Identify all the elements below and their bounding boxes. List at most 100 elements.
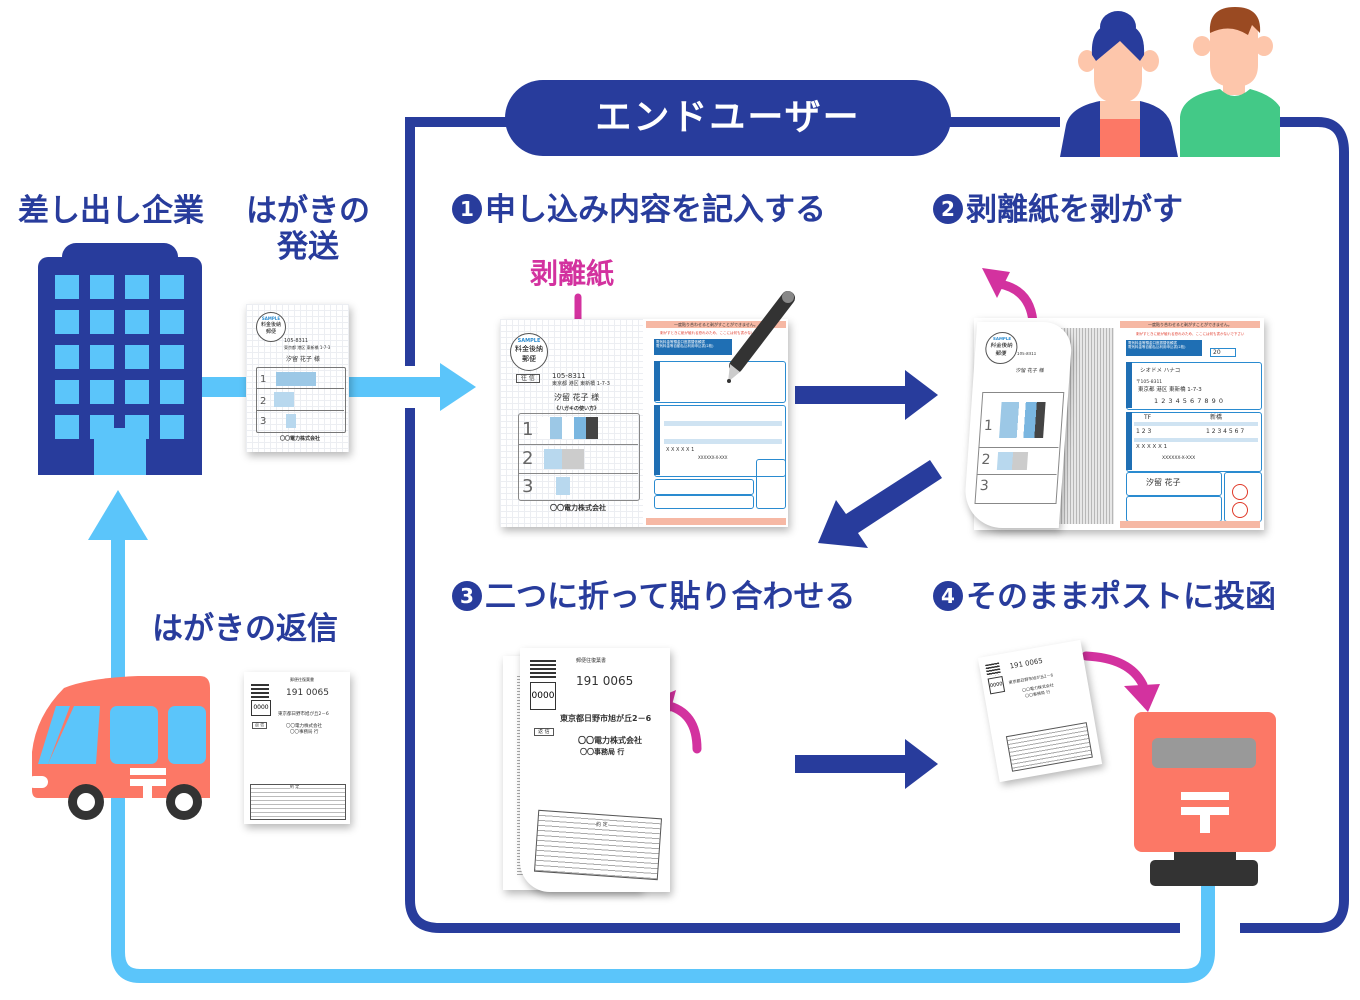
- building-window: [160, 275, 184, 299]
- reply-terms-title: 約 定: [290, 784, 300, 790]
- step2-customer-number: X X X X X 1: [1136, 444, 1168, 450]
- step2-zip: 〒105-8311: [1136, 380, 1163, 385]
- step1-zip: 105-8311: [552, 372, 586, 380]
- outgoing-recipient: 汐留 花子 様: [286, 356, 320, 363]
- pen-icon: [718, 288, 798, 388]
- step3-terms-title: 約 定: [596, 822, 608, 828]
- building-window: [90, 275, 114, 299]
- building-window: [125, 310, 149, 334]
- step1-id: XXXXXX-X-XXX: [698, 455, 728, 460]
- send-label: はがきの 発送: [243, 193, 373, 265]
- step1-customer-number: X X X X X 1: [666, 447, 695, 453]
- step1-form-title: 電気料金等預金口座振替依頼書電気料金等自動払込利用申込書(2枚): [654, 339, 732, 355]
- step1-howto-title: 《八ガキの使い方》: [554, 406, 600, 412]
- step3-address: 東京都日野市旭が丘2－6: [560, 714, 652, 723]
- reply-office: 〇〇事務局 行: [290, 730, 319, 735]
- building-window: [55, 275, 79, 299]
- step1-form-top-bar: 一度貼り合わせると剥がすことができません。: [646, 321, 786, 328]
- building-window: [55, 345, 79, 369]
- step2-form-warning: 剥がすときに紙が破れる恐れのため、ここには何も書かないで下さい: [1136, 332, 1245, 336]
- building-window: [90, 310, 114, 334]
- building-window: [90, 380, 114, 404]
- reply-zip: 191 0065: [286, 688, 329, 698]
- step2-bank: TF: [1144, 414, 1152, 421]
- step1-recipient: 汐留 花子 様: [554, 393, 600, 402]
- step2-branch: 新橋: [1210, 414, 1223, 421]
- return-arrowhead: [88, 490, 148, 540]
- reply-company: 〇〇電力株式会社: [286, 724, 322, 729]
- step-3-label: 二つに折って貼り合わせる: [485, 579, 856, 615]
- return-loop: [111, 540, 1215, 983]
- reply-postcard: 郵便往復葉書 0000 191 0065 東京都日野市旭が丘2－6 〇〇電力株式…: [244, 672, 350, 824]
- drop-arrow: [1081, 651, 1148, 690]
- peel-arrowhead: [982, 268, 1010, 298]
- office-building-icon: [38, 243, 202, 475]
- step-2-number: 2: [933, 194, 963, 224]
- reply-address: 東京都日野市旭が丘2－6: [278, 712, 329, 717]
- step3-tag: 返 信: [534, 728, 554, 736]
- arrow-step3-to-4: [795, 739, 938, 789]
- release-paper-label: 剥離紙: [530, 257, 615, 290]
- arrow-step1-to-2: [795, 370, 938, 420]
- step2-address: 東京都 港区 東新橋 1-7-3: [1138, 387, 1202, 393]
- step-2-label: 剥離紙を剥がす: [966, 192, 1183, 228]
- step4-postcard: 0000 191 0065 東京都日野市旭が丘2－6 〇〇電力株式会社 〇〇事務…: [977, 639, 1103, 783]
- step2-form-title: 電気料金等預金口座振替依頼書電気料金等自動払込利用申込書(2枚): [1126, 340, 1202, 356]
- fold-arrow: [661, 700, 702, 754]
- outgoing-postcard: SAMPLE 料金後納 郵便 105-8311 東京都 港区 東新橋 1-7-3…: [246, 304, 349, 452]
- building-window: [55, 415, 79, 439]
- drop-arrowhead: [1124, 684, 1160, 712]
- step2-id: XXXXXX-X-XXX: [1162, 456, 1196, 461]
- sample-stamp: SAMPLE 料金後納 郵便: [256, 312, 286, 342]
- step1-sample-stamp: SAMPLE 料金後納 郵便: [510, 333, 548, 371]
- step-1-number: 1: [452, 194, 482, 224]
- step3-folded-card: 郵便往復葉書 0000 返 信 191 0065 東京都日野市旭が丘2－6 〇〇…: [520, 648, 670, 892]
- building-window: [90, 345, 114, 369]
- step1-company: 〇〇電力株式会社: [550, 504, 606, 512]
- step1-tag: 往 信: [516, 374, 540, 384]
- send-label-line1: はがきの: [246, 193, 370, 229]
- building-window: [125, 275, 149, 299]
- send-label-line2: 発送: [277, 228, 339, 265]
- peel-arrow: [995, 279, 1038, 327]
- building-window: [160, 345, 184, 369]
- building-window: [125, 345, 149, 369]
- step4-zip: 191 0065: [1009, 656, 1044, 671]
- postal-truck-icon: [28, 676, 212, 824]
- outgoing-company: 〇〇電力株式会社: [280, 436, 321, 442]
- post-box-icon: [1134, 712, 1276, 886]
- building-window: [55, 310, 79, 334]
- send-arrow-head: [440, 363, 476, 411]
- outgoing-zip: 105-8311: [284, 338, 309, 344]
- step3-card-header: 郵便往復葉書: [576, 658, 607, 664]
- step3-office: 〇〇事務局 行: [580, 748, 625, 756]
- step2-year: 20: [1210, 348, 1236, 358]
- step2-branch-code: 1 2 3: [1136, 428, 1152, 435]
- step-4-number: 4: [933, 581, 963, 611]
- step2-form-top-bar: 一度貼り合わせると剥がすことができません。: [1120, 321, 1260, 328]
- step2-phone: 1 2 3 4 5 6 7 8 9 0: [1154, 397, 1224, 405]
- step1-address: 東京都 港区 東新橋 1-7-3: [552, 381, 610, 387]
- step3-company: 〇〇電力株式会社: [578, 736, 642, 745]
- building-window: [160, 415, 184, 439]
- reply-stamp-number: 0000: [251, 700, 271, 716]
- step2-account: 1 2 3 4 5 6 7: [1206, 428, 1245, 435]
- step1-form-warning: 剥がすときに紙が破れる恐れのため、ここには何も書かないで下さい: [660, 331, 769, 335]
- step2-holder: 汐留 花子: [1146, 478, 1181, 487]
- step2-peeled-flap: SAMPLE 料金後納 郵便 105-8311 汐留 花子 様 1 2 3: [962, 322, 1074, 528]
- step2-kana-name: シオドメ ハナコ: [1140, 368, 1181, 374]
- step-1-label: 申し込み内容を記入する: [485, 192, 826, 228]
- arrow-step2-to-3: [818, 460, 942, 548]
- building-window: [160, 380, 184, 404]
- step3-stamp-number: 0000: [530, 682, 556, 710]
- outgoing-address: 東京都 港区 東新橋 1-7-3: [284, 345, 331, 350]
- step-4-label: そのままポストに投函: [966, 579, 1276, 615]
- step1-form-sheet: SAMPLE 料金後納 郵便 往 信 105-8311 東京都 港区 東新橋 1…: [500, 319, 788, 527]
- reply-label: はがきの返信: [152, 611, 338, 647]
- building-window: [160, 310, 184, 334]
- end-users-icon: [1040, 5, 1290, 157]
